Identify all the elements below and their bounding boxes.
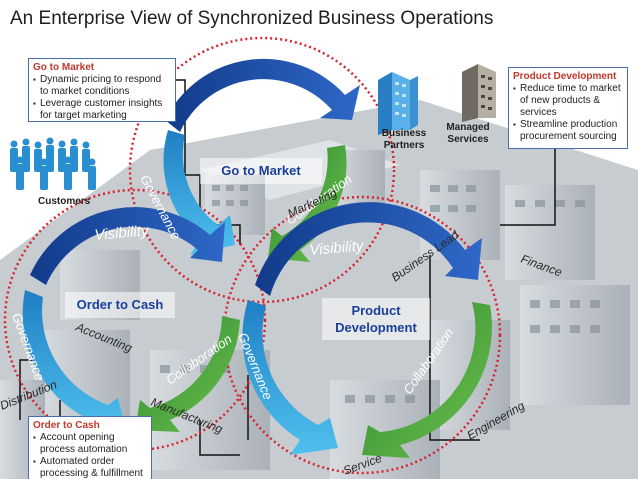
business-partners-icon [378, 72, 418, 135]
customers-icon [10, 137, 96, 190]
cycle-label-order-to-cash: Order to Cash [76, 297, 164, 312]
cycle-go-to-market-arcs [163, 58, 360, 262]
product-development-box-bullets: Reduce time to market of new products & … [513, 83, 623, 143]
product-development-box: Product Development Reduce time to marke… [508, 67, 628, 149]
go-to-market-box-heading: Go to Market [33, 62, 95, 73]
cycle-product-development-arcs [242, 202, 492, 458]
go-to-market-box-bullets: Dynamic pricing to respond to market con… [33, 74, 171, 122]
arc-label-visibility-pd: Visibility [309, 237, 366, 259]
slide-title: An Enterprise View of Synchronized Busin… [10, 8, 494, 29]
city-background [0, 100, 638, 479]
order-to-cash-box-bullets: Account opening process automation Autom… [33, 432, 147, 479]
order-to-cash-bullet: Automated order processing & fulfillment [33, 456, 147, 479]
go-to-market-bullet: Leverage customer insights for target ma… [33, 98, 171, 122]
order-to-cash-box: Order to Cash Account opening process au… [28, 416, 152, 479]
cycle-label-product-development: Product Development [335, 303, 417, 335]
arc-label-visibility-otc: Visibility [94, 222, 151, 244]
cycle-rings [3, 36, 502, 475]
product-development-box-heading: Product Development [513, 71, 617, 82]
order-to-cash-bullet: Account opening process automation [33, 432, 147, 456]
arc-label-visibility-gtm: Visibility [223, 87, 280, 112]
cycle-label-go-to-market: Go to Market [221, 163, 301, 178]
go-to-market-bullet: Dynamic pricing to respond to market con… [33, 74, 171, 98]
managed-services-label: Managed Services [446, 122, 490, 145]
customers-label: Customers [38, 196, 91, 207]
ring-order-to-cash [3, 188, 267, 452]
go-to-market-label-backdrop [200, 158, 322, 184]
order-to-cash-label-backdrop [65, 292, 175, 318]
order-to-cash-box-heading: Order to Cash [33, 420, 100, 431]
managed-services-icon [462, 64, 496, 122]
go-to-market-box: Go to Market Dynamic pricing to respond … [28, 58, 176, 122]
ring-go-to-market [128, 36, 396, 304]
ring-product-development [222, 195, 502, 475]
product-development-bullet: Streamline production procurement sourci… [513, 119, 623, 143]
business-partners-label: Business Partners [381, 128, 427, 151]
product-development-label-backdrop [322, 298, 430, 340]
product-development-bullet: Reduce time to market of new products & … [513, 83, 623, 119]
